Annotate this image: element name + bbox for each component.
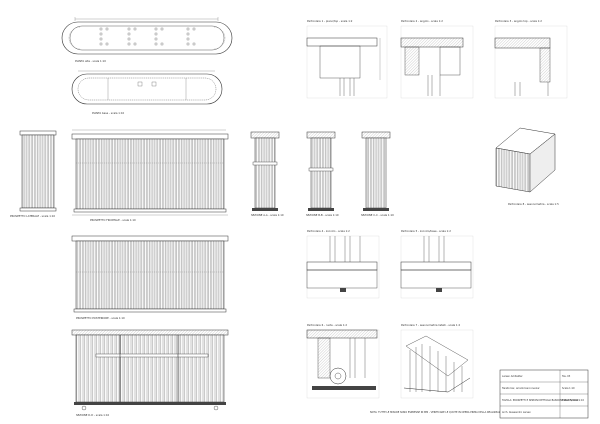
section-bb-view: SEZIONE B-B - scala 1:10 bbox=[306, 131, 339, 217]
side-elevation-label: PROSPETTO LATERALE - scala 1:10 bbox=[10, 214, 55, 218]
plan-top-label: PIANTA alta - scala 1:10 bbox=[75, 59, 106, 63]
title-block-company: Larsen Arkitekter bbox=[502, 375, 523, 378]
detail-2-view: Particolare 2 - angolo - scala 1:2 bbox=[400, 19, 474, 99]
section-cc-view: SEZIONE C-C - scala 1:10 bbox=[361, 131, 394, 217]
section-cc-label: SEZIONE C-C - scala 1:10 bbox=[361, 213, 394, 217]
rear-elevation-view: PROSPETTO POSTERIORE - scala 1:10 bbox=[71, 235, 229, 320]
detail-6-label: Particolare 6 - ruote - scala 1:2 bbox=[307, 323, 347, 327]
front-elevation-label: PROSPETTO FRONTALE - scala 1:10 bbox=[90, 218, 136, 222]
section-bb-label: SEZIONE B-B - scala 1:10 bbox=[306, 213, 339, 217]
side-elevation-view: PROSPETTO LATERALE - scala 1:10 bbox=[10, 130, 57, 218]
title-block-code: Tav. 03 bbox=[562, 375, 571, 378]
title-block: Larsen Arkitekter Tarallo bar, arredo ba… bbox=[499, 369, 589, 419]
axonometric-view: Particolare 8 - assonometria - scala 1:5 bbox=[495, 127, 559, 206]
plan-base-view: PIANTA base - scala 1:10 bbox=[71, 70, 223, 115]
detail-5-label: Particolare 5 - zoccolo/base - scala 1:2 bbox=[401, 229, 451, 233]
detail-3-label: Particolare 3 - angolo top - scala 1:2 bbox=[495, 19, 542, 23]
detail-7-label: Particolare 7 - assonometria listelli - … bbox=[401, 323, 460, 327]
detail-7-view: Particolare 7 - assonometria listelli - … bbox=[400, 323, 474, 399]
detail-5-view: Particolare 5 - zoccolo/base - scala 1:2 bbox=[400, 229, 474, 299]
detail-4-label: Particolare 4 - zoccolo - scala 1:2 bbox=[307, 229, 350, 233]
title-block-drawn: Arch. Alessandro Larsen bbox=[502, 411, 531, 414]
detail-3-view: Particolare 3 - angolo top - scala 1:2 bbox=[494, 19, 568, 99]
section-dd-label: SEZIONE D-D - scala 1:10 bbox=[76, 413, 109, 417]
detail-1-view: Particolare 1 - piano/top - scala 1:2 bbox=[306, 19, 388, 99]
detail-4-view: Particolare 4 - zoccolo - scala 1:2 bbox=[306, 229, 380, 299]
axonometric-label: Particolare 8 - assonometria - scala 1:5 bbox=[508, 202, 559, 206]
section-aa-label: SEZIONE A-A - scala 1:10 bbox=[251, 213, 284, 217]
detail-1-label: Particolare 1 - piano/top - scala 1:2 bbox=[307, 19, 353, 23]
title-block-date: Data 05/2019 bbox=[562, 399, 579, 402]
section-dd-view: SEZIONE D-D - scala 1:10 bbox=[71, 329, 229, 417]
detail-6-view: Particolare 6 - ruote - scala 1:2 bbox=[306, 323, 380, 399]
plan-base-label: PIANTA base - scala 1:10 bbox=[92, 111, 124, 115]
rear-elevation-label: PROSPETTO POSTERIORE - scala 1:10 bbox=[76, 316, 125, 320]
title-block-description: TAVOLA: PROSPETTI E SEZIONI DETTAGLI BAN… bbox=[502, 399, 584, 402]
footer-note: NOTA: TUTTE LE MISURE SONO ESPRESSE IN M… bbox=[370, 411, 507, 414]
title-block-scale: Scala 1:10 bbox=[562, 387, 575, 390]
front-elevation-view: PROSPETTO FRONTALE - scala 1:10 bbox=[71, 129, 229, 222]
section-aa-view: SEZIONE A-A - scala 1:10 bbox=[250, 131, 284, 217]
detail-2-label: Particolare 2 - angolo - scala 1:2 bbox=[401, 19, 443, 23]
plan-top-view: PIANTA alta - scala 1:10 bbox=[61, 17, 233, 63]
title-block-project: Tarallo bar, arredo bancone-bar bbox=[502, 387, 540, 390]
